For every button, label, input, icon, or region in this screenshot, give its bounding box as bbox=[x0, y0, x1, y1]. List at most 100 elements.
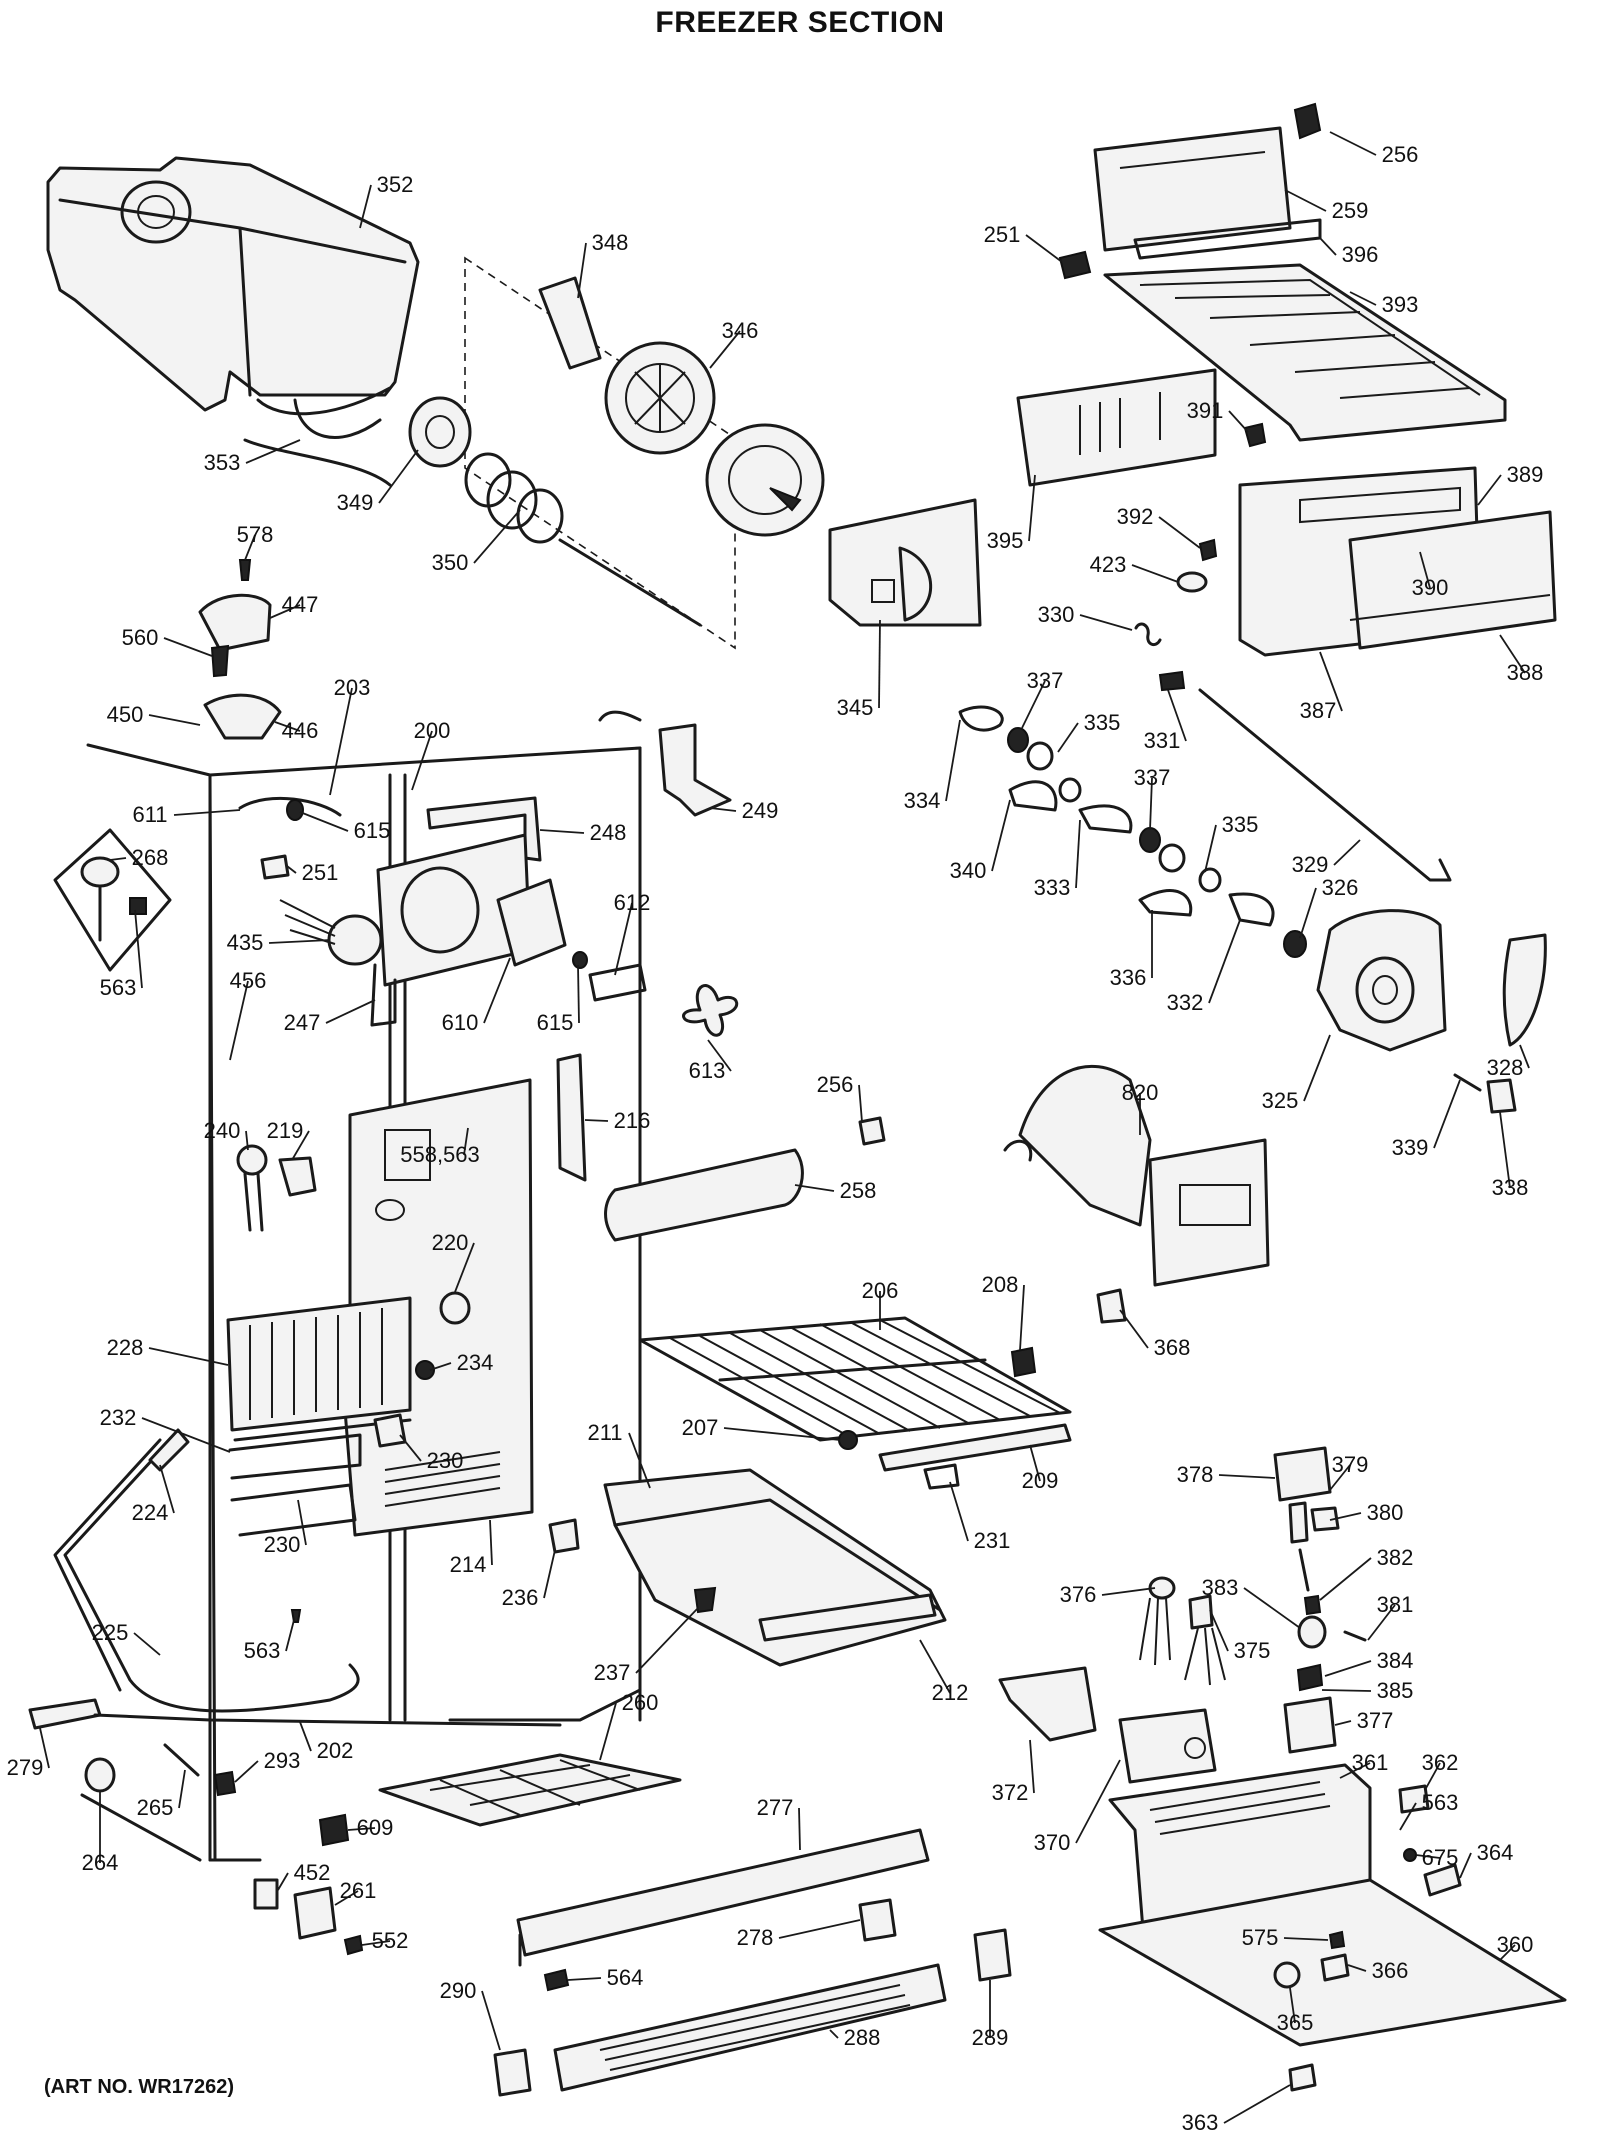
part-329-rod bbox=[1198, 688, 1452, 882]
part-225-tubing bbox=[53, 1428, 360, 1713]
leader-c333 bbox=[1075, 819, 1081, 889]
leader-c256a bbox=[1329, 131, 1377, 156]
leader-c240 bbox=[245, 1130, 249, 1151]
leader-c353 bbox=[245, 439, 301, 464]
callout-200: 200 bbox=[414, 718, 451, 743]
part-353-wire bbox=[243, 438, 392, 487]
leader-c293 bbox=[234, 1760, 259, 1783]
leader-c256b bbox=[858, 1084, 863, 1123]
part-452-plate bbox=[253, 1878, 279, 1910]
leader-c435 bbox=[268, 939, 331, 944]
callout-558-563: 558,563 bbox=[400, 1142, 480, 1167]
part-378-solenoid bbox=[1273, 1446, 1367, 1649]
part-377-bracket bbox=[1283, 1696, 1337, 1754]
part-348-plate bbox=[538, 276, 602, 370]
part-376-375-cables bbox=[1139, 1576, 1226, 1686]
callout-384: 384 bbox=[1377, 1648, 1414, 1673]
part-613-fan-blade bbox=[682, 984, 739, 1037]
callout-389: 389 bbox=[1507, 462, 1544, 487]
leader-c348 bbox=[577, 242, 587, 299]
part-339-pin bbox=[1453, 1073, 1482, 1092]
callout-264: 264 bbox=[82, 1850, 119, 1875]
callout-231: 231 bbox=[974, 1528, 1011, 1553]
part-360-base bbox=[1098, 1763, 1567, 2047]
callout-552: 552 bbox=[372, 1928, 409, 1953]
leader-c378 bbox=[1218, 1474, 1276, 1479]
leader-c339 bbox=[1433, 1079, 1461, 1149]
callout-382: 382 bbox=[1377, 1545, 1414, 1570]
leader-c277 bbox=[798, 1807, 801, 1851]
part-615-top bbox=[286, 799, 304, 821]
callout-249: 249 bbox=[742, 798, 779, 823]
part-251-left bbox=[260, 854, 290, 880]
leader-c232 bbox=[141, 1417, 231, 1453]
callout-288: 288 bbox=[844, 2025, 881, 2050]
part-202-frame bbox=[28, 1698, 562, 1862]
callout-332: 332 bbox=[1167, 990, 1204, 1015]
part-260-tray bbox=[378, 1753, 682, 1827]
leader-c380 bbox=[1329, 1512, 1362, 1521]
leader-c388 bbox=[1499, 634, 1526, 674]
callout-328: 328 bbox=[1487, 1055, 1524, 1080]
callout-331: 331 bbox=[1144, 728, 1181, 753]
callout-365: 365 bbox=[1277, 2010, 1314, 2035]
part-330-spring bbox=[1134, 622, 1162, 647]
leader-c330 bbox=[1079, 614, 1133, 631]
leader-c337a bbox=[1021, 680, 1046, 729]
callout-338: 338 bbox=[1492, 1175, 1529, 1200]
leader-c248 bbox=[539, 829, 585, 834]
leader-c610 bbox=[483, 957, 511, 1024]
leader-c578 bbox=[244, 534, 256, 561]
callout-392: 392 bbox=[1117, 504, 1154, 529]
callout-372: 372 bbox=[992, 1780, 1029, 1805]
leader-c209 bbox=[1029, 1444, 1041, 1482]
leader-c563c bbox=[1399, 1802, 1417, 1831]
callout-212: 212 bbox=[932, 1680, 969, 1705]
part-206-shelf bbox=[638, 1316, 1072, 1442]
callout-388: 388 bbox=[1507, 660, 1544, 685]
leader-c558 bbox=[463, 1127, 469, 1156]
callout-256: 256 bbox=[817, 1072, 854, 1097]
callout-346: 346 bbox=[722, 318, 759, 343]
callout-377: 377 bbox=[1357, 1708, 1394, 1733]
part-256-mid bbox=[858, 1116, 886, 1146]
leader-c216 bbox=[584, 1119, 609, 1122]
leader-c611 bbox=[173, 809, 241, 816]
part-346-drums bbox=[604, 341, 825, 537]
leader-c236 bbox=[543, 1549, 556, 1599]
callout-256: 256 bbox=[1382, 142, 1419, 167]
callout-329: 329 bbox=[1292, 852, 1329, 877]
callout-610: 610 bbox=[442, 1010, 479, 1035]
leader-c352 bbox=[359, 184, 372, 229]
callout-380: 380 bbox=[1367, 1500, 1404, 1525]
leader-c385 bbox=[1321, 1689, 1372, 1692]
leader-c382 bbox=[1319, 1557, 1372, 1601]
leader-c365 bbox=[1289, 1987, 1296, 2024]
part-328-cover bbox=[1502, 933, 1547, 1047]
callout-325: 325 bbox=[1262, 1088, 1299, 1113]
leader-c326 bbox=[1299, 887, 1317, 939]
callout-248: 248 bbox=[590, 820, 627, 845]
leader-c393 bbox=[1349, 291, 1377, 306]
part-384-clip bbox=[1296, 1663, 1324, 1692]
leader-c334 bbox=[945, 719, 961, 802]
leader-c258 bbox=[794, 1184, 835, 1192]
leader-c564 bbox=[567, 1977, 602, 1981]
leader-c251b bbox=[286, 865, 297, 874]
leader-c332 bbox=[1208, 919, 1241, 1004]
part-240-219-sensors bbox=[236, 1144, 317, 1232]
callout-383: 383 bbox=[1202, 1575, 1239, 1600]
callout-333: 333 bbox=[1034, 875, 1071, 900]
leader-c362 bbox=[1424, 1762, 1441, 1791]
leader-c279 bbox=[39, 1727, 50, 1769]
leader-c335a bbox=[1057, 722, 1079, 753]
leader-c364 bbox=[1459, 1852, 1472, 1879]
part-256-clip bbox=[1293, 102, 1322, 140]
part-325-motor bbox=[1316, 909, 1447, 1052]
part-231-bracket bbox=[923, 1463, 960, 1490]
leader-c452 bbox=[277, 1872, 289, 1891]
callout-258: 258 bbox=[840, 1178, 877, 1203]
part-268-socket bbox=[53, 828, 172, 972]
callout-376: 376 bbox=[1060, 1582, 1097, 1607]
callout-615: 615 bbox=[354, 818, 391, 843]
